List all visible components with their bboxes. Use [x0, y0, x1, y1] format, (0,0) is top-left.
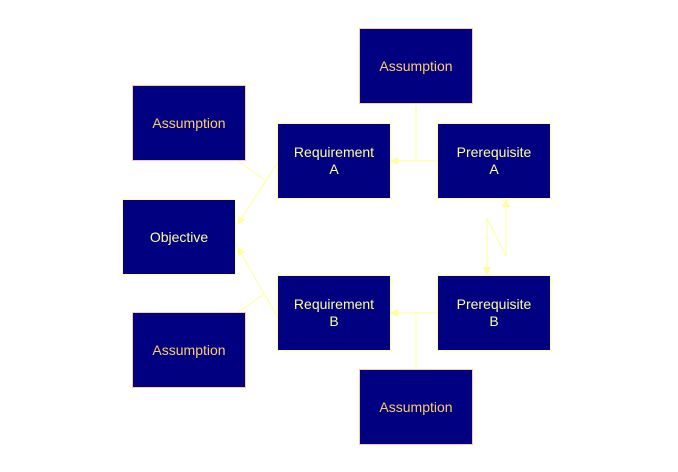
assumption-bottom-box[interactable]: Assumption: [359, 369, 473, 445]
objective-label: Objective: [149, 228, 209, 245]
assumption-top-left-label: Assumption: [152, 114, 226, 131]
assumption-link-top-left: [237, 160, 266, 181]
requirement-b-box[interactable]: Requirement B: [277, 275, 391, 351]
assumption-link-bottom-left: [237, 293, 265, 313]
assumption-bottom-left-box[interactable]: Assumption: [132, 312, 246, 388]
requirement-a-label-line2: A: [329, 161, 339, 177]
requirement-a-label-line1: Requirement: [293, 144, 375, 160]
assumption-bottom-left-label: Assumption: [152, 341, 226, 358]
prerequisite-a-box[interactable]: Prerequisite A: [437, 123, 551, 199]
edge-requirement-a-to-objective: [237, 161, 279, 225]
prerequisite-a-label-line2: A: [489, 161, 499, 177]
requirement-b-label-line2: B: [329, 313, 339, 329]
objective-box[interactable]: Objective: [122, 199, 236, 275]
assumption-bottom-label: Assumption: [379, 398, 453, 415]
prerequisite-b-box[interactable]: Prerequisite B: [437, 275, 551, 351]
prerequisite-a-label-line1: Prerequisite: [456, 144, 532, 160]
edge-conflict-diagonal: [486, 217, 507, 257]
prerequisite-b-label-line1: Prerequisite: [456, 296, 532, 312]
prerequisite-b-label-line2: B: [489, 313, 499, 329]
requirement-a-box[interactable]: Requirement A: [277, 123, 391, 199]
assumption-top-left-box[interactable]: Assumption: [132, 85, 246, 161]
assumption-top-label: Assumption: [379, 57, 453, 74]
requirement-b-label-line1: Requirement: [293, 296, 375, 312]
assumption-top-box[interactable]: Assumption: [359, 28, 473, 104]
edge-requirement-b-to-objective: [237, 247, 279, 319]
